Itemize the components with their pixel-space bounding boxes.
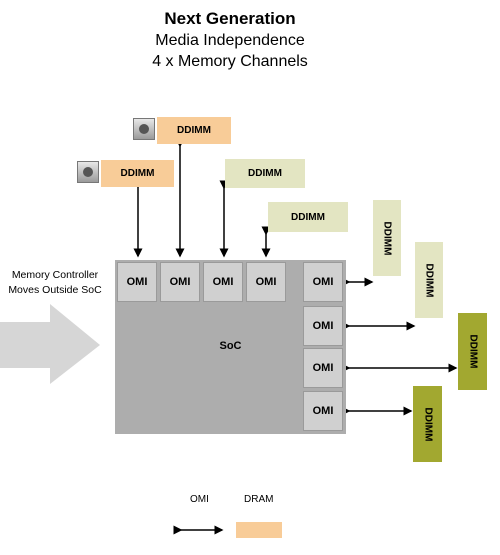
memory-chip-icon bbox=[77, 161, 99, 183]
memory-chip-icon bbox=[133, 118, 155, 140]
ddimm-label: DDIMM bbox=[177, 125, 211, 136]
soc-label: SoC bbox=[219, 340, 242, 352]
title-line-2: Media Independence bbox=[155, 32, 305, 49]
ddimm-pale-3: DDIMM bbox=[373, 200, 401, 276]
legend-dram-label: DRAM bbox=[244, 494, 274, 505]
ddimm-pale-4: DDIMM bbox=[415, 242, 443, 318]
omi-right-3: OMI bbox=[303, 348, 343, 388]
side-arrow-shape bbox=[0, 304, 100, 384]
omi-top-3: OMI bbox=[203, 262, 243, 302]
ddimm-label: DDIMM bbox=[381, 221, 393, 255]
memory-controller-line-2: Moves Outside SoC bbox=[8, 284, 102, 296]
omi-right-1: OMI bbox=[303, 262, 343, 302]
memory-controller-line-1: Memory Controller bbox=[11, 269, 99, 281]
ddimm-label: DDIMM bbox=[422, 407, 434, 441]
omi-top-2: OMI bbox=[160, 262, 200, 302]
omi-right-2: OMI bbox=[303, 306, 343, 346]
ddimm-dram-2: DDIMM bbox=[101, 160, 174, 187]
omi-top-4: OMI bbox=[246, 262, 286, 302]
ddimm-pale-1: DDIMM bbox=[225, 159, 305, 188]
title-line-3: 4 x Memory Channels bbox=[152, 53, 308, 70]
ddimm-dram-1: DDIMM bbox=[157, 117, 231, 144]
legend-dram-swatch bbox=[236, 522, 282, 538]
omi-top-1: OMI bbox=[117, 262, 157, 302]
ddimm-label: DDIMM bbox=[291, 211, 325, 223]
title-line-1: Next Generation bbox=[164, 9, 296, 28]
ddimm-olive-2: DDIMM bbox=[413, 386, 442, 462]
omi-right-4: OMI bbox=[303, 391, 343, 431]
ddimm-pale-2: DDIMM bbox=[268, 202, 348, 232]
ddimm-olive-1: DDIMM bbox=[458, 313, 487, 390]
legend-omi-label: OMI bbox=[190, 494, 209, 505]
ddimm-label: DDIMM bbox=[248, 168, 282, 179]
memory-controller-note: Memory Controller Moves Outside SoC bbox=[0, 268, 110, 298]
ddimm-label: DDIMM bbox=[467, 334, 479, 369]
ddimm-label: DDIMM bbox=[423, 263, 435, 297]
ddimm-label: DDIMM bbox=[120, 168, 155, 179]
